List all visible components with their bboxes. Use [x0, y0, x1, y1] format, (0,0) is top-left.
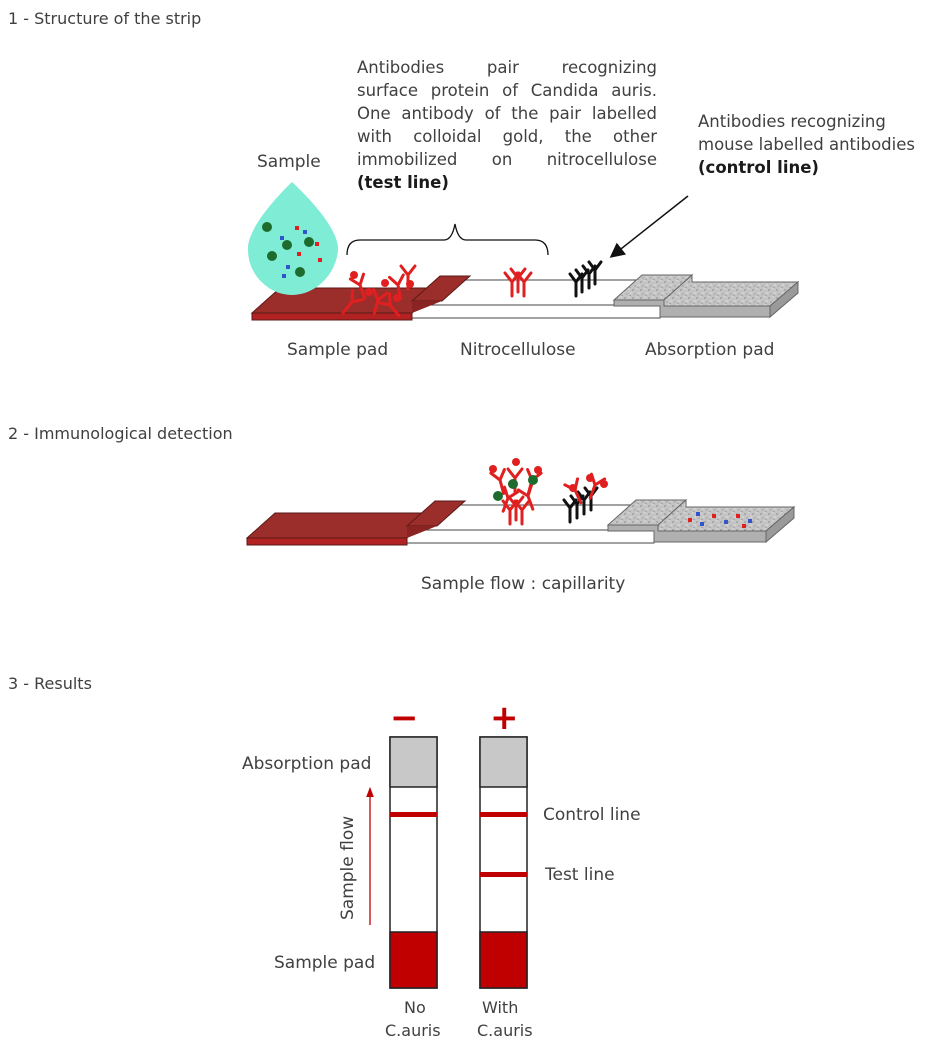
positive-control-line: [480, 812, 527, 817]
negative-symbol: −: [390, 698, 419, 738]
section1-title: 1 - Structure of the strip: [8, 9, 202, 28]
sample-label: Sample: [257, 152, 321, 172]
strip-label-nitrocellulose: Nitrocellulose: [460, 340, 576, 360]
negative-control-line: [390, 812, 437, 817]
absorption-pad-2: [606, 498, 796, 544]
positive-strip: [479, 736, 528, 989]
gold-particle-icon: [262, 222, 314, 277]
test-line-complex: [489, 458, 543, 526]
test-desc-line-5: immobilized on nitrocellulose: [357, 150, 657, 169]
test-desc-line-4: with colloidal gold, the other: [357, 127, 657, 146]
strip-detection: [245, 458, 796, 546]
absorption-pad: [612, 273, 800, 319]
test-line-brace: [346, 223, 549, 256]
control-line-description: Antibodies recognizing mouse labelled an…: [698, 110, 915, 179]
nitrocellulose-membrane-2: [404, 504, 686, 544]
strip-label-absorption-pad: Absorption pad: [645, 340, 775, 360]
control-line-arrow: [609, 195, 689, 258]
negative-caption-2: C.auris: [385, 1021, 441, 1040]
result-label-test-line: Test line: [545, 865, 615, 885]
negative-caption-1: No: [404, 998, 426, 1017]
control-desc-line-1: Antibodies recognizing: [698, 112, 886, 131]
result-label-absorption-pad: Absorption pad: [242, 754, 372, 774]
negative-strip: [389, 736, 438, 989]
sample-drop: [247, 182, 339, 295]
positive-test-line: [480, 872, 527, 877]
test-desc-line-2: surface protein of Candida auris.: [357, 81, 657, 100]
section2-title: 2 - Immunological detection: [8, 424, 233, 443]
result-label-control-line: Control line: [543, 805, 641, 825]
positive-symbol: +: [490, 698, 519, 738]
labelled-antibodies: [336, 264, 417, 322]
test-line-label: (test line): [357, 173, 449, 192]
test-line-description: Antibodies pair recognizing surface prot…: [357, 56, 657, 194]
positive-caption-1: With: [482, 998, 519, 1017]
positive-caption-2: C.auris: [477, 1021, 533, 1040]
test-desc-line-1: Antibodies pair recognizing: [357, 58, 657, 77]
flow-caption: Sample flow : capillarity: [421, 574, 626, 594]
result-label-sample-pad: Sample pad: [274, 953, 376, 973]
strip-structure: [247, 182, 800, 322]
control-line-label: (control line): [698, 158, 819, 177]
control-desc-line-2: mouse labelled antibodies: [698, 135, 915, 154]
strip-label-sample-pad: Sample pad: [287, 340, 389, 360]
test-desc-line-3: One antibody of the pair labelled: [357, 104, 657, 123]
sample-pad-2: [245, 500, 467, 546]
control-line-complex: [562, 472, 608, 524]
section3-title: 3 - Results: [8, 674, 92, 693]
